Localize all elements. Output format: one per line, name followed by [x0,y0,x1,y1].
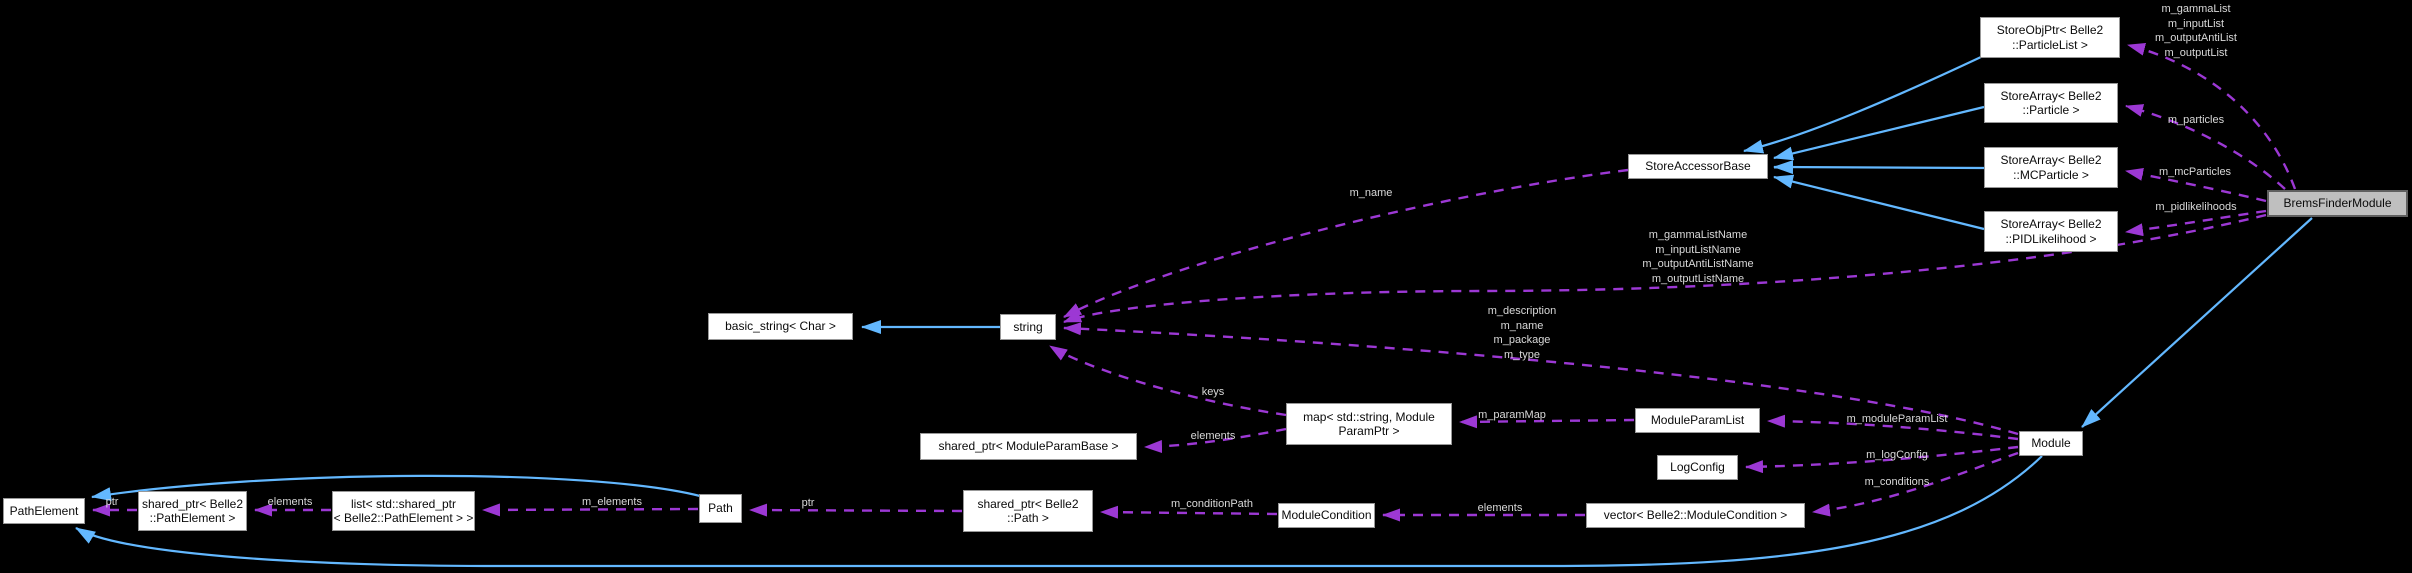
node-storearray-pidlikelihood[interactable]: StoreArray< Belle2 ::PIDLikelihood > [1984,211,2118,252]
node-map-moduleparamptr[interactable]: map< std::string, Module ParamPtr > [1286,403,1452,445]
edge-path-pathelement [91,474,701,502]
node-string[interactable]: string [1000,314,1056,340]
edge-map-sharedptrparambase [1144,427,1287,454]
edge-module-string [1063,322,2019,436]
node-path[interactable]: Path [699,494,742,523]
edge-bfm-storearrayparticle [2125,104,2286,190]
node-sharedptr-moduleparambase[interactable]: shared_ptr< ModuleParamBase > [920,433,1137,460]
edge-condition-sharedptrpath [1100,505,1278,519]
edge-module-paramlist [1767,414,2019,441]
node-storeobjptr-particlelist[interactable]: StoreObjPtr< Belle2 ::ParticleList > [1980,17,2120,58]
node-pathelement[interactable]: PathElement [3,498,85,524]
node-moduleparamlist[interactable]: ModuleParamList [1635,408,1760,433]
edge-paramlist-map [1459,415,1635,429]
edge-sharedptrpath-path [749,503,963,517]
edge-bfm-storearraymcparticle [2125,168,2267,203]
node-storeaccessorbase[interactable]: StoreAccessorBase [1628,154,1768,179]
edge-bremsfinder-module [2081,217,2313,428]
edge-module-vectorcondition [1812,451,2019,517]
node-list-sharedptr-pathelement[interactable]: list< std::shared_ptr < Belle2::PathElem… [332,491,475,531]
edge-storeaccessorbase-string [1063,168,1629,319]
edge-module-pathelement [75,455,2043,568]
node-module[interactable]: Module [2019,431,2083,456]
edge-path-list [482,503,699,517]
edge-bfm-storeobjptr [2127,42,2297,190]
edge-bfm-storearraypid [2125,209,2267,237]
edge-bfm-string [1063,213,2267,324]
node-storearray-mcparticle[interactable]: StoreArray< Belle2 ::MCParticle > [1984,147,2118,188]
node-modulecondition[interactable]: ModuleCondition [1278,503,1375,528]
node-logconfig[interactable]: LogConfig [1657,455,1738,480]
node-vector-modulecondition[interactable]: vector< Belle2::ModuleCondition > [1586,503,1805,528]
edge-storearrayparticle-storeaccessorbase [1773,105,1985,161]
node-sharedptr-pathelement[interactable]: shared_ptr< Belle2 ::PathElement > [138,491,247,531]
node-sharedptr-path[interactable]: shared_ptr< Belle2 ::Path > [963,490,1093,532]
edge-map-string-keys [1049,344,1287,417]
node-bremsfindermodule[interactable]: BremsFinderModule [2267,190,2408,217]
edge-storeobjptr-storeaccessorbase [1743,56,1982,154]
edge-module-logconfig [1745,445,2019,474]
node-basicstring[interactable]: basic_string< Char > [708,313,853,340]
edge-storearraypid-storeaccessorbase [1773,174,1985,231]
node-storearray-particle[interactable]: StoreArray< Belle2 ::Particle > [1984,83,2118,123]
edge-storearraymcparticle-storeaccessorbase [1773,160,1985,175]
